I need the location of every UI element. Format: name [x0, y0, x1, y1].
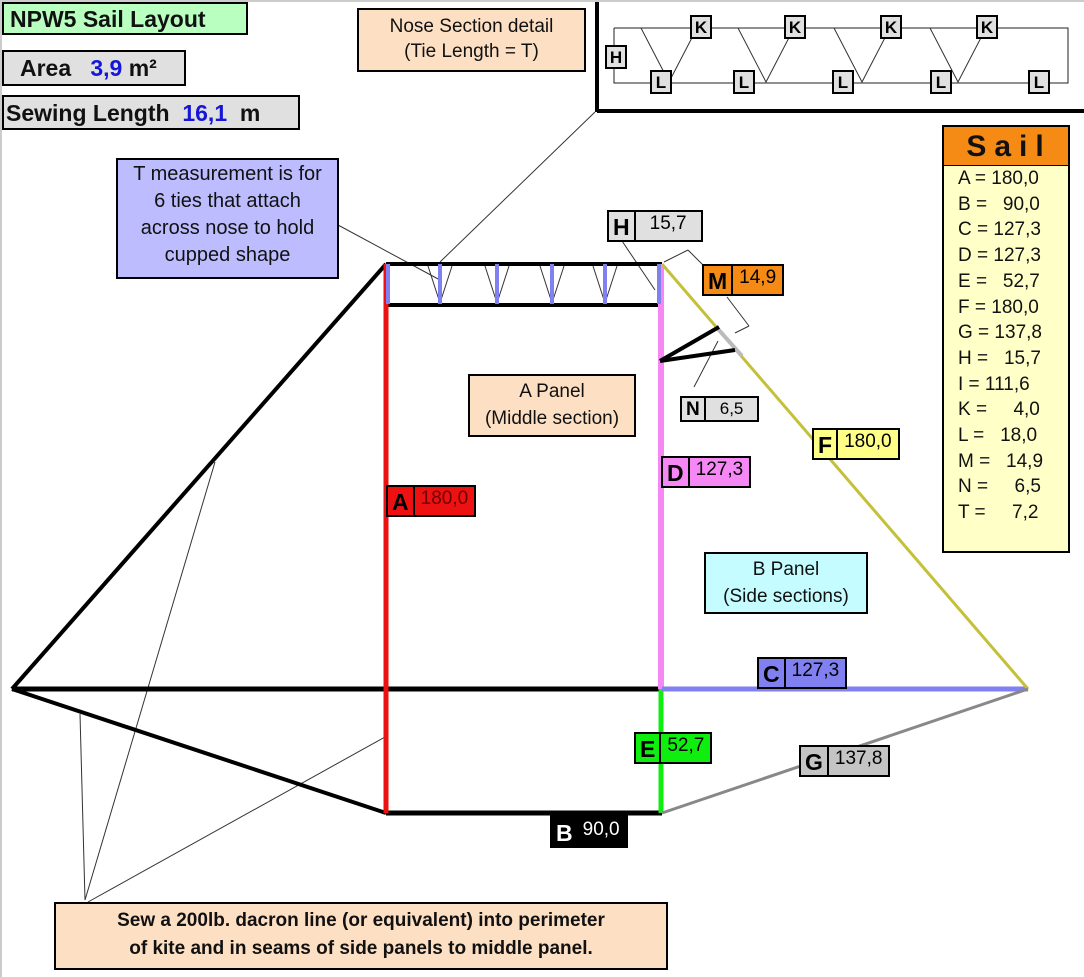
tag-key: G: [801, 747, 829, 775]
t-measurement-note: T measurement is for 6 ties that attach …: [116, 158, 339, 279]
nose-fold: [833, 27, 891, 84]
tag-key: D: [663, 458, 690, 486]
sail-row-b: B = 90,0: [958, 193, 1040, 215]
tag-value: 6,5: [719, 399, 744, 418]
dimension-tag-b: B 90,0: [550, 813, 628, 848]
sail-row-f: F = 180,0: [958, 296, 1039, 318]
tag-value: 127,3: [791, 660, 840, 681]
sail-table-title: Sail: [942, 125, 1070, 167]
tag-key: A: [388, 487, 415, 515]
nose-title-line: Nose Section detail: [389, 16, 554, 37]
tag-value: 15,7: [649, 213, 687, 234]
panel-name: B Panel: [752, 559, 820, 580]
nose-label-k: K: [784, 15, 806, 39]
nose-fold: [929, 27, 987, 84]
page-title: NPW5 Sail Layout: [2, 2, 248, 35]
panel-desc: (Middle section): [484, 408, 620, 429]
notch-upper: [659, 325, 720, 363]
sail-row-a: A = 180,0: [958, 168, 1039, 189]
sail-row-i: I = 111,6: [958, 373, 1030, 395]
area-label: Area: [20, 55, 72, 81]
area-unit: m²: [128, 55, 157, 81]
sail-title-text: Sail: [966, 130, 1052, 163]
tag-key: E: [636, 734, 662, 762]
nose-label-l: L: [1028, 70, 1050, 94]
sail-row-n: N = 6,5: [958, 476, 1041, 498]
tag-value: 90,0: [582, 819, 620, 840]
sail-row-c: C = 127,3: [958, 219, 1041, 241]
sail-row-e: E = 52,7: [958, 270, 1040, 292]
nose-label-l: L: [930, 70, 952, 94]
sewing-unit: m: [239, 100, 261, 126]
nose-ties: [386, 264, 661, 305]
nose-section-title: Nose Section detail (Tie Length = T): [357, 8, 586, 72]
tag-key: N: [682, 398, 706, 420]
a-panel-label: A Panel (Middle section): [468, 374, 636, 437]
sail-row-g: G = 137,8: [958, 322, 1042, 344]
title-text: NPW5 Sail Layout: [10, 6, 206, 32]
nose-label-l: L: [733, 70, 755, 94]
note-line: Sew a 200lb. dacron line (or equivalent)…: [117, 910, 605, 931]
tag-value: 52,7: [667, 735, 705, 756]
leader-lines: [79, 111, 750, 903]
nose-label-h: H: [605, 45, 627, 69]
sail-row-l: L = 18,0: [958, 425, 1038, 447]
note-line: cupped shape: [164, 244, 291, 266]
nose-label-k: K: [976, 15, 998, 39]
area-readout: Area 3,9 m²: [2, 50, 186, 86]
tag-key: H: [609, 212, 636, 240]
sewing-label: Sewing Length: [6, 100, 170, 126]
left-leading-edge: [10, 262, 388, 691]
nose-label-k: K: [880, 15, 902, 39]
tag-value: 137,8: [834, 748, 883, 769]
notch-gap: [716, 327, 744, 358]
nose-fold: [737, 27, 795, 84]
sewing-instruction-note: Sew a 200lb. dacron line (or equivalent)…: [54, 902, 668, 970]
note-line: 6 ties that attach: [154, 190, 301, 212]
tag-key: B: [556, 820, 573, 846]
tag-key: M: [704, 266, 734, 294]
area-value: 3,9: [90, 55, 123, 81]
note-line: across nose to hold: [140, 217, 315, 239]
tag-value: 14,9: [739, 267, 777, 288]
sail-row-d: D = 127,3: [958, 245, 1041, 267]
sail-row-k: K = 4,0: [958, 399, 1040, 421]
tag-value: 127,3: [695, 459, 744, 480]
dimension-tag-h: H 15,7: [607, 210, 703, 242]
nose-label-k: K: [690, 15, 712, 39]
panel-desc: (Side sections): [723, 586, 849, 607]
dimension-tag-n: N 6,5: [680, 396, 760, 422]
sail-row-t: T = 7,2: [958, 502, 1039, 524]
sewing-length-readout: Sewing Length 16,1 m: [2, 95, 300, 130]
nose-label-l: L: [650, 70, 672, 94]
tag-key: F: [814, 430, 839, 458]
sail-dimension-table: A = 180,0 B = 90,0 C = 127,3 D = 127,3 E = 5…: [942, 166, 1070, 553]
sail-row-h: H = 15,7: [958, 347, 1041, 369]
notch-lower: [659, 348, 736, 363]
sail-outline: [10, 262, 1030, 816]
tag-value: 180,0: [420, 488, 469, 509]
nose-label-l: L: [832, 70, 854, 94]
sewing-value: 16,1: [182, 100, 228, 126]
tag-key: C: [759, 659, 786, 687]
left-trailing-edge: [11, 687, 387, 815]
sail-row-m: M = 14,9: [958, 450, 1044, 472]
tag-value: 180,0: [844, 431, 892, 452]
note-line: T measurement is for: [133, 163, 322, 185]
nose-title-line: (Tie Length = T): [404, 41, 539, 62]
b-panel-label: B Panel (Side sections): [704, 552, 868, 614]
note-line: of kite and in seams of side panels to m…: [129, 938, 593, 959]
panel-name: A Panel: [519, 381, 585, 402]
